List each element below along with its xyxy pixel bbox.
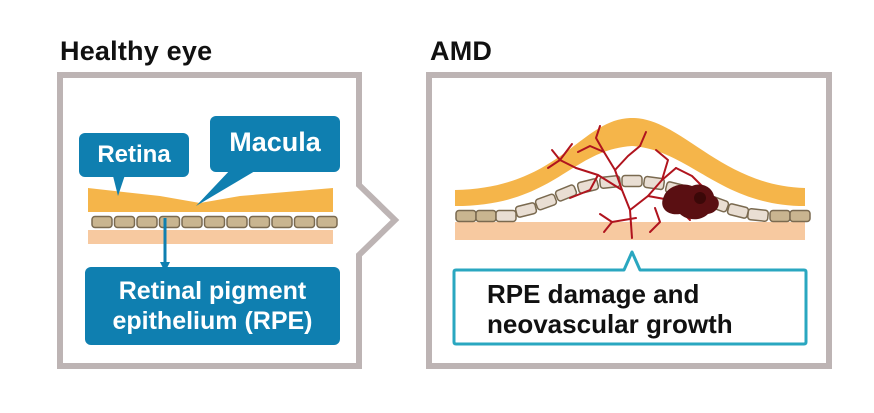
macula-callout-box xyxy=(210,116,340,172)
rpe-cell xyxy=(248,215,271,229)
healthy-base-layer xyxy=(88,230,333,244)
amd-callout-box xyxy=(452,250,808,346)
rpe-cell xyxy=(554,184,578,202)
retina-label: Retina xyxy=(97,141,171,168)
rpe-cell xyxy=(181,215,203,229)
rpe-cell xyxy=(747,208,769,222)
rpe-cell xyxy=(642,175,666,191)
amd-label-line1: RPE damage and xyxy=(487,279,700,309)
rpe-cell xyxy=(271,215,293,229)
rpe-cell xyxy=(91,215,113,229)
rpe-cell xyxy=(136,215,158,229)
retina-callout-box xyxy=(79,133,189,177)
healthy-rpe-cells xyxy=(91,215,338,229)
rpe-cell xyxy=(203,215,226,229)
amd-base-layer xyxy=(455,222,805,240)
macula-callout-pointer xyxy=(196,168,260,206)
rpe-cell xyxy=(475,209,497,223)
macula-label: Macula xyxy=(229,127,321,157)
rpe-cell xyxy=(158,215,181,229)
hemorrhage-core xyxy=(694,192,706,204)
rpe-cell xyxy=(789,209,811,223)
rpe-cell xyxy=(495,209,517,223)
healthy-eye-title: Healthy eye xyxy=(60,36,213,66)
rpe-cell xyxy=(316,215,338,229)
rpe-callout-box xyxy=(85,267,340,345)
amd-retina-arch xyxy=(455,117,805,206)
rpe-cell xyxy=(534,193,558,211)
amd-label-line2: neovascular growth xyxy=(487,309,733,339)
rpe-cell xyxy=(455,209,477,223)
hemorrhage-blob xyxy=(662,184,719,220)
healthy-retina-layer xyxy=(88,188,333,212)
rpe-cell xyxy=(226,215,248,229)
rpe-label-line2: epithelium (RPE) xyxy=(112,307,313,335)
amd-title: AMD xyxy=(430,36,493,66)
retina-callout-pointer xyxy=(112,172,126,196)
rpe-label-line1: Retinal pigment xyxy=(118,277,307,305)
rpe-cell xyxy=(621,174,643,188)
rpe-cell xyxy=(769,209,791,223)
rpe-cell xyxy=(113,215,136,229)
rpe-cell xyxy=(514,202,538,218)
rpe-cell xyxy=(293,215,316,229)
